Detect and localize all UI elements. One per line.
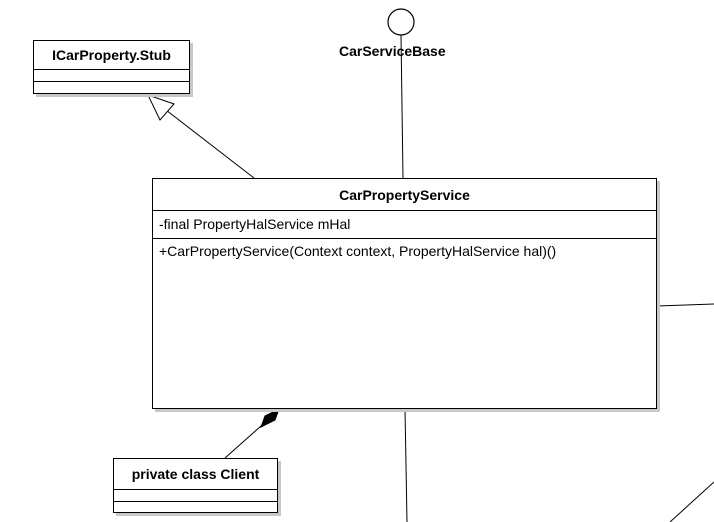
class-car-property-service[interactable]: CarPropertyService -final PropertyHalSer…: [152, 178, 657, 409]
attributes-section: [114, 490, 277, 502]
method-constructor: +CarPropertyService(Context context, Pro…: [159, 243, 557, 259]
association-line-diagonal: [669, 481, 714, 522]
class-title: private class Client: [114, 459, 277, 490]
class-title: CarPropertyService: [153, 179, 656, 211]
interface-label: CarServiceBase: [339, 43, 446, 59]
generalization-line: [165, 109, 255, 179]
composition-line: [224, 425, 262, 459]
methods-section: [114, 502, 277, 512]
association-line-bottom: [404, 408, 408, 522]
class-client[interactable]: private class Client: [113, 458, 278, 513]
attribute-mhal: -final PropertyHalService mHal: [153, 211, 656, 239]
interface-realization-line: [400, 34, 404, 179]
interface-lollipop-circle: [387, 8, 415, 36]
methods-section: [34, 82, 189, 93]
association-line-right: [656, 303, 714, 307]
class-title: ICarProperty.Stub: [34, 41, 189, 70]
class-icarproperty-stub[interactable]: ICarProperty.Stub: [33, 40, 190, 94]
attributes-section: [34, 70, 189, 82]
composition-diamond: [260, 407, 280, 429]
generalization-arrowhead: [147, 94, 175, 121]
